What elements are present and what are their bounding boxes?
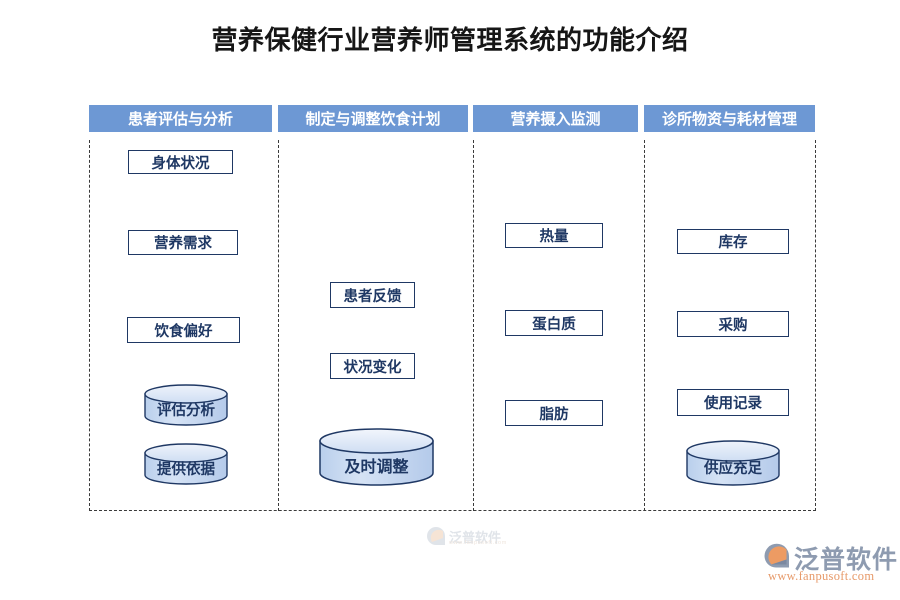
watermark-name: 泛普软件	[449, 530, 502, 545]
lane-divider-2-3	[473, 140, 474, 511]
node-condition-change[interactable]: 状况变化	[330, 353, 415, 379]
brand-logo: 泛普软件 www.fanpusoft.com	[762, 540, 897, 586]
brand-name: 泛普软件	[794, 546, 899, 574]
column-header-patient-assessment[interactable]: 患者评估与分析	[89, 105, 272, 132]
node-usage-record[interactable]: 使用记录	[677, 389, 789, 416]
lane-divider-3-4	[644, 140, 645, 511]
fanpu-swoosh-logo-icon	[764, 543, 789, 568]
node-patient-feedback[interactable]: 患者反馈	[330, 282, 415, 308]
node-diet-preference[interactable]: 饮食偏好	[127, 317, 240, 343]
column-header-clinic-supplies[interactable]: 诊所物资与耗材管理	[644, 105, 815, 132]
lane-divider-left	[89, 140, 90, 511]
lane-baseline	[89, 510, 816, 511]
page-title: 营养保健行业营养师管理系统的功能介绍	[211, 26, 689, 55]
node-protein[interactable]: 蛋白质	[505, 310, 603, 336]
node-provide-basis[interactable]: 提供依据	[143, 442, 229, 486]
node-nutrition-needs[interactable]: 营养需求	[128, 230, 238, 255]
watermark-url: www.fanpusoft.com	[449, 540, 507, 546]
brand-url: www.fanpusoft.com	[768, 569, 875, 583]
node-label: 提供依据	[157, 462, 215, 478]
column-header-diet-plan[interactable]: 制定与调整饮食计划	[278, 105, 468, 132]
watermark-logo: 泛普软件 www.fanpusoft.com	[425, 525, 545, 551]
functional-diagram: 患者评估与分析 制定与调整饮食计划 营养摄入监测 诊所物资与耗材管理 身体状况 …	[85, 105, 819, 546]
node-label: 评估分析	[157, 403, 215, 419]
node-inventory[interactable]: 库存	[677, 229, 789, 254]
node-calories[interactable]: 热量	[505, 223, 603, 248]
node-sufficient-supply[interactable]: 供应充足	[685, 439, 781, 487]
lane-divider-right	[815, 140, 816, 511]
node-timely-adjustment[interactable]: 及时调整	[318, 427, 435, 487]
node-procurement[interactable]: 采购	[677, 311, 789, 337]
node-body-condition[interactable]: 身体状况	[128, 150, 233, 174]
watermark-icon	[427, 527, 445, 545]
column-header-nutrition-monitoring[interactable]: 营养摄入监测	[473, 105, 638, 132]
lane-divider-1-2	[278, 140, 279, 511]
node-label: 及时调整	[344, 459, 409, 476]
node-label: 供应充足	[704, 461, 762, 477]
node-assessment-analysis[interactable]: 评估分析	[143, 383, 229, 427]
node-fat[interactable]: 脂肪	[505, 400, 603, 426]
